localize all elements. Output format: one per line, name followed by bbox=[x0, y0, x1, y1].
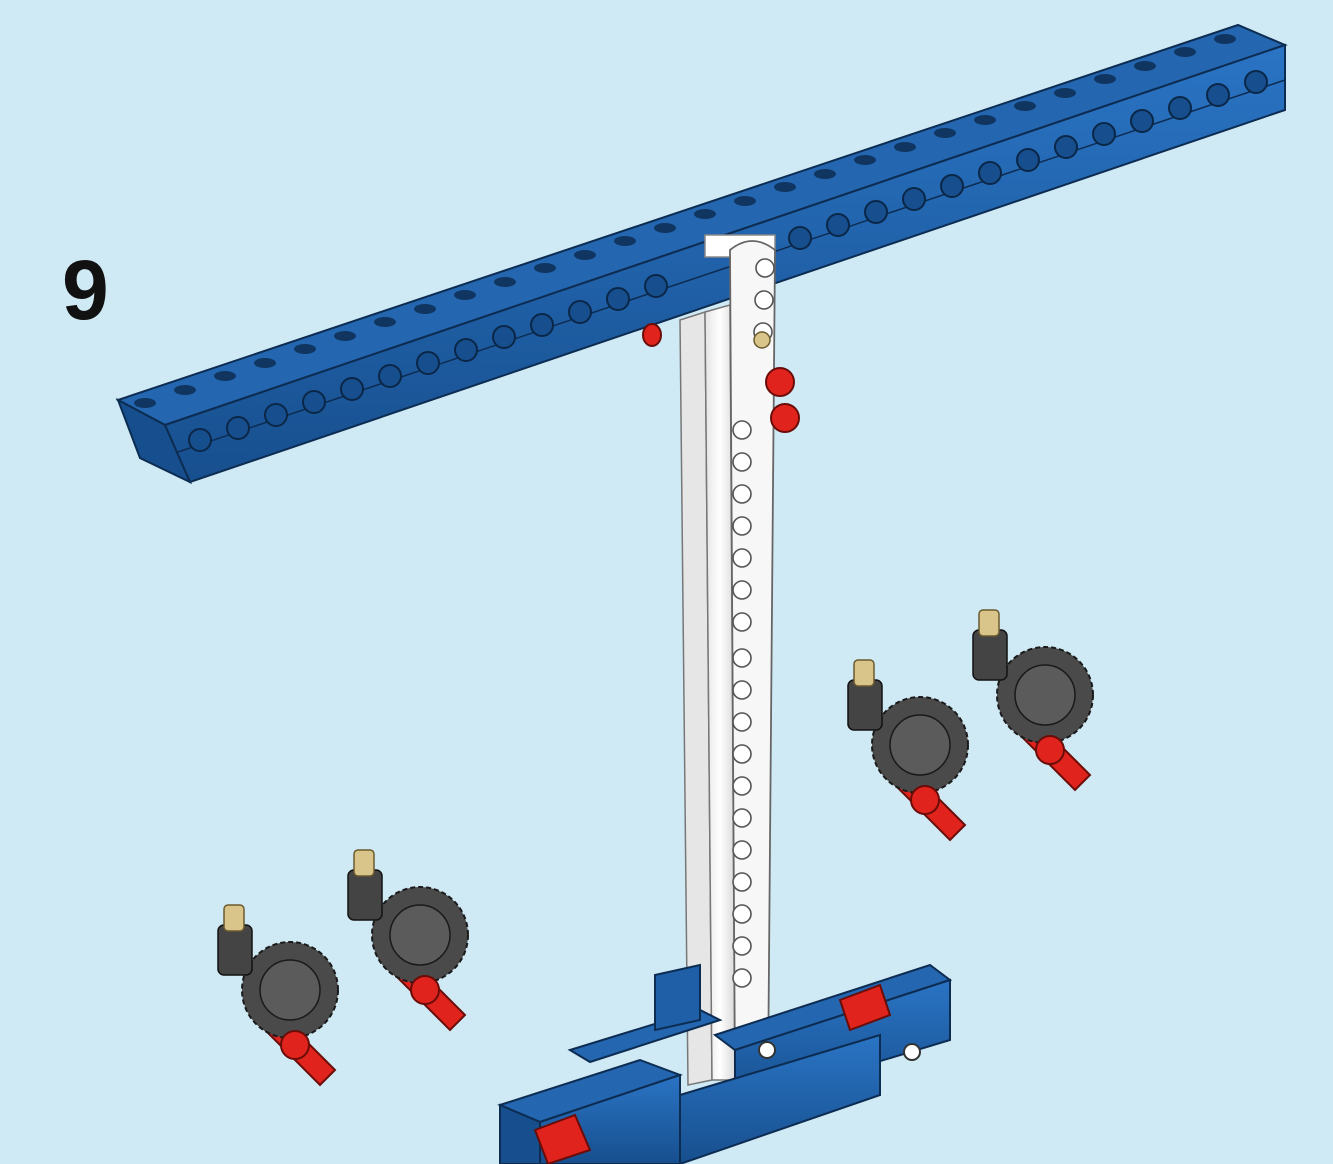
gear-axle-assembly-2 bbox=[348, 850, 468, 1030]
gear-axle-assembly-1 bbox=[218, 905, 338, 1085]
gear-axle-assembly-3 bbox=[848, 660, 968, 840]
gear-axle-assembly-4 bbox=[973, 610, 1093, 790]
white-upright bbox=[680, 235, 775, 1085]
